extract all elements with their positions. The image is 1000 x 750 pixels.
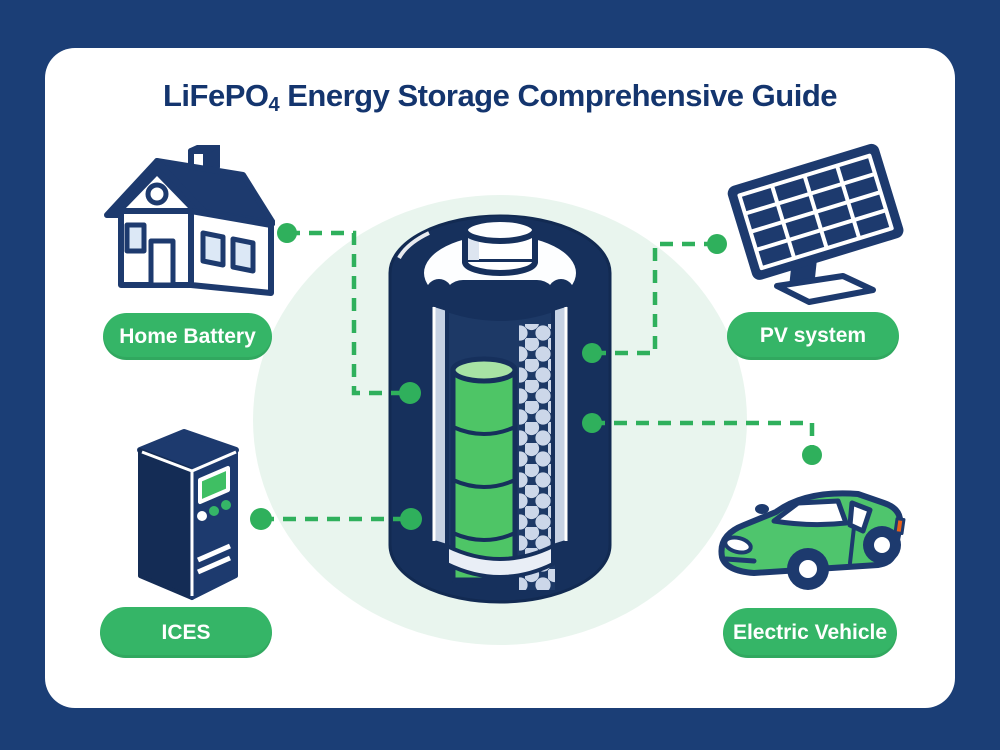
house-icon	[104, 145, 275, 296]
label-electric-vehicle-text: Electric Vehicle	[732, 621, 888, 644]
label-pv-system-text: PV system	[759, 324, 867, 347]
label-pv-system: PV system	[727, 312, 899, 360]
title-prefix: LiFePO	[162, 78, 269, 113]
title-suffix: Energy Storage Comprehensive Guide	[279, 78, 838, 113]
battery-terminal	[462, 216, 538, 244]
battery-separator-spheres	[519, 324, 555, 590]
label-ices-text: ICES	[161, 620, 211, 644]
label-home-battery-text: Home Battery	[119, 324, 256, 348]
label-electric-vehicle: Electric Vehicle	[723, 608, 897, 658]
inverter-screen	[198, 466, 230, 504]
page-title: LiFePO4 Energy Storage Comprehensive Gui…	[45, 78, 955, 116]
solar-panel-icon	[727, 143, 904, 305]
electric-car-icon	[718, 490, 906, 590]
battery-cutaway-illustration	[388, 214, 612, 604]
label-home-battery: Home Battery	[103, 313, 272, 360]
title-subscript: 4	[268, 94, 280, 116]
label-ices: ICES	[100, 607, 272, 658]
inverter-cabinet-icon	[137, 429, 239, 600]
battery-cell-stack	[450, 367, 518, 583]
